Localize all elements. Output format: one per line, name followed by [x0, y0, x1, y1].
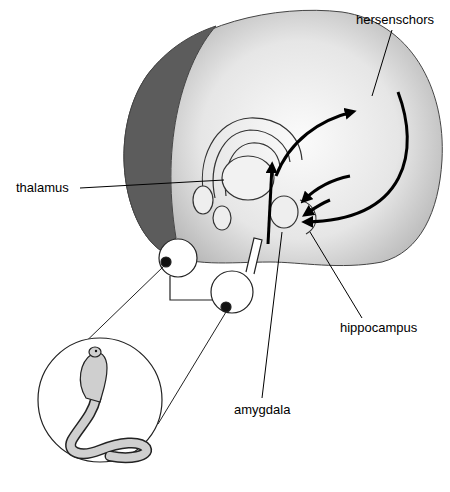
- leader-line: [80, 180, 224, 188]
- pathway-arrow: [276, 112, 352, 176]
- eyes: [159, 238, 262, 313]
- thalamus-shape: [222, 156, 274, 200]
- part-label: amygdala: [234, 402, 290, 417]
- pathway-arrow: [304, 176, 350, 200]
- snake-body: [71, 398, 147, 458]
- snake-eye: [95, 350, 97, 352]
- inner-structures: [193, 118, 316, 234]
- brain-outline: [124, 10, 442, 265]
- amygdala-shape: [270, 196, 298, 228]
- snake-body: [71, 398, 147, 458]
- snake-picture: [38, 338, 162, 462]
- eye: [159, 239, 197, 277]
- leader-line: [262, 232, 282, 398]
- pathway-arrow: [306, 92, 407, 222]
- snake-head: [89, 347, 101, 357]
- nucleus-shape: [193, 186, 213, 214]
- part-label: hersenschors: [356, 12, 434, 27]
- eye: [211, 271, 253, 313]
- pathway-arrow: [306, 200, 330, 214]
- part-label: hippocampus: [340, 320, 417, 335]
- leader-line: [372, 30, 392, 96]
- optic-nerve: [246, 238, 262, 274]
- structure-arc: [202, 118, 302, 200]
- pupil: [161, 257, 171, 267]
- leader-lines: [80, 30, 392, 398]
- pathway-arrow: [268, 166, 272, 244]
- snake-hood: [80, 352, 107, 402]
- pupil: [221, 302, 231, 312]
- view-circle: [38, 338, 162, 462]
- nucleus-shape: [213, 206, 231, 230]
- part-label: thalamus: [16, 180, 69, 195]
- brain-cut-face: [124, 26, 216, 250]
- pathway-arrows: [268, 92, 407, 244]
- hippocampus-shape: [300, 200, 316, 234]
- sight-line: [158, 312, 226, 424]
- leader-line: [310, 232, 362, 318]
